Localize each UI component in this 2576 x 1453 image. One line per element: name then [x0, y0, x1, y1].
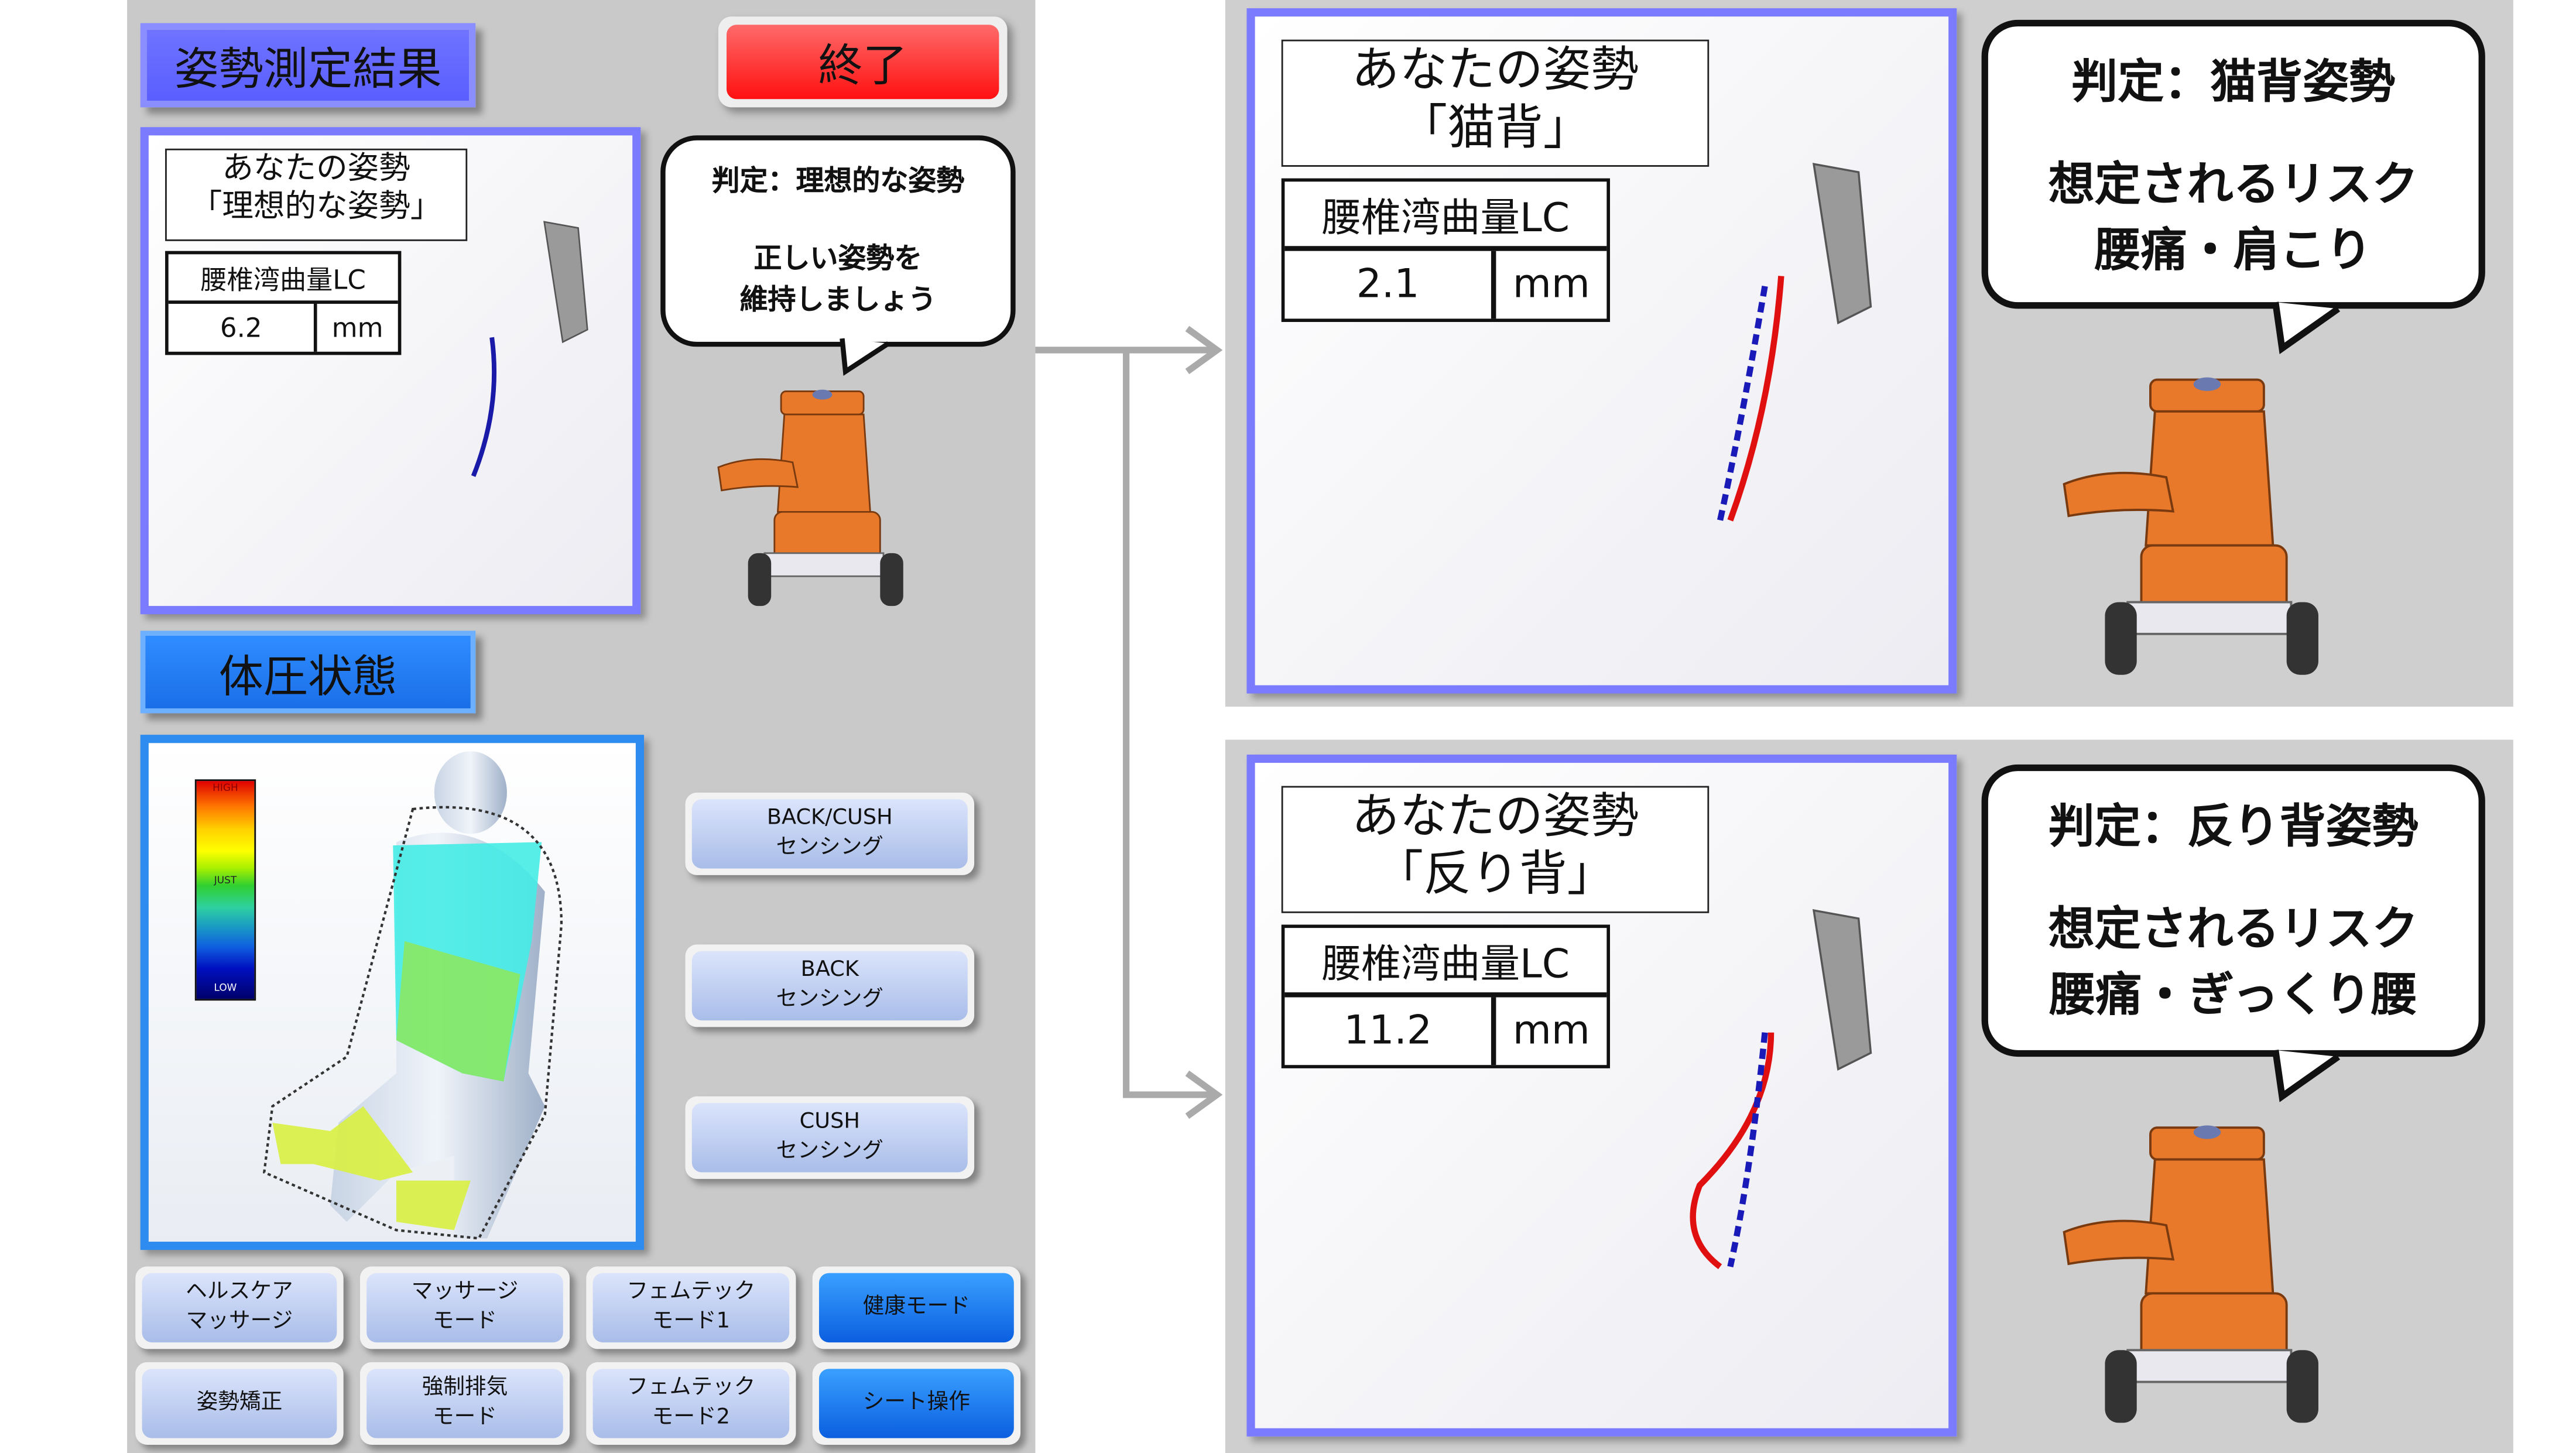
- lumbar-curve-line: [471, 337, 497, 477]
- lumbar-curve-line: [1727, 276, 1784, 522]
- healthcare-massage-button[interactable]: ヘルスケア マッサージ: [135, 1266, 344, 1349]
- robot-chair: [2063, 1125, 2318, 1423]
- lc-table: 腰椎湾曲量LC 2.1 mm: [1281, 178, 1610, 322]
- posture-figure: [1690, 909, 1872, 1269]
- posture-heading: あなたの姿勢「理想的な姿勢」: [165, 148, 468, 241]
- pressure-title: 体圧状態: [140, 630, 476, 714]
- pressure-legend-bar: HIGH JUST LOW: [194, 779, 256, 1001]
- posture-heading: あなたの姿勢「反り背」: [1281, 786, 1710, 913]
- robot-chair: [717, 389, 903, 606]
- bubble-tail: [2272, 1050, 2341, 1102]
- bubble-tail: [840, 338, 890, 376]
- lc-value: 6.2: [169, 303, 317, 352]
- posture-heading: あなたの姿勢「猫背」: [1281, 39, 1710, 167]
- judgement-bubble: 判定：理想的な姿勢 正しい姿勢を維持しましょう: [660, 135, 1016, 347]
- robot-chair-icon: [2063, 1125, 2318, 1423]
- branch-arrows: [1035, 325, 1223, 1119]
- bubble-tail: [2272, 301, 2341, 355]
- end-button-label: 終了: [727, 25, 999, 100]
- end-button[interactable]: 終了: [718, 16, 1008, 108]
- femtech-mode2-button[interactable]: フェムテック モード2: [586, 1362, 796, 1445]
- seated-skeleton-figure: [543, 221, 588, 344]
- case-swayback: あなたの姿勢「反り背」 腰椎湾曲量LC 11.2 mm 判定：反り背姿勢 想定さ…: [1225, 739, 2513, 1453]
- health-mode-button[interactable]: 健康モード: [812, 1266, 1021, 1349]
- hunchback-posture-panel: あなたの姿勢「猫背」 腰椎湾曲量LC 2.1 mm: [1246, 8, 1957, 694]
- robot-chair: [2063, 377, 2318, 675]
- cushion-pressure-region: [272, 1106, 413, 1181]
- seat-operation-button[interactable]: シート操作: [812, 1362, 1021, 1445]
- pressure-map-panel: HIGH JUST LOW: [140, 735, 644, 1250]
- lc-unit: mm: [331, 311, 383, 343]
- robot-chair-icon: [2063, 377, 2318, 675]
- lc-label: 腰椎湾曲量LC: [168, 254, 398, 303]
- judgement-bubble: 判定：猫背姿勢 想定されるリスク腰痛・肩こり: [1981, 19, 2485, 309]
- seated-skeleton-figure: [1812, 163, 1872, 325]
- lc-table: 腰椎湾曲量LC 11.2 mm: [1281, 924, 1610, 1068]
- result-title: 姿勢測定結果: [140, 23, 476, 108]
- lumbar-curve-line: [1690, 1032, 1775, 1269]
- posture-panel: あなたの姿勢「理想的な姿勢」 腰椎湾曲量LC 6.2 mm: [140, 127, 641, 615]
- judgement-bubble: 判定：反り背姿勢 想定されるリスク腰痛・ぎっくり腰: [1981, 764, 2485, 1057]
- femtech-mode1-button[interactable]: フェムテック モード1: [586, 1266, 796, 1349]
- posture-figure: [1717, 163, 1872, 522]
- posture-correction-button[interactable]: 姿勢矯正: [135, 1362, 344, 1445]
- posture-figure: [471, 221, 588, 477]
- case-hunchback: あなたの姿勢「猫背」 腰椎湾曲量LC 2.1 mm 判定：猫背姿勢 想定されるリ…: [1225, 0, 2513, 707]
- lc-table: 腰椎湾曲量LC 6.2 mm: [165, 251, 402, 355]
- swayback-posture-panel: あなたの姿勢「反り背」 腰椎湾曲量LC 11.2 mm: [1246, 754, 1957, 1437]
- forced-exhaust-mode-button[interactable]: 強制排気 モード: [359, 1362, 570, 1445]
- massage-mode-button[interactable]: マッサージ モード: [359, 1266, 570, 1349]
- pressure-body-figure: [262, 751, 563, 1240]
- seated-skeleton-figure: [1812, 909, 1872, 1071]
- robot-chair-icon: [717, 389, 903, 606]
